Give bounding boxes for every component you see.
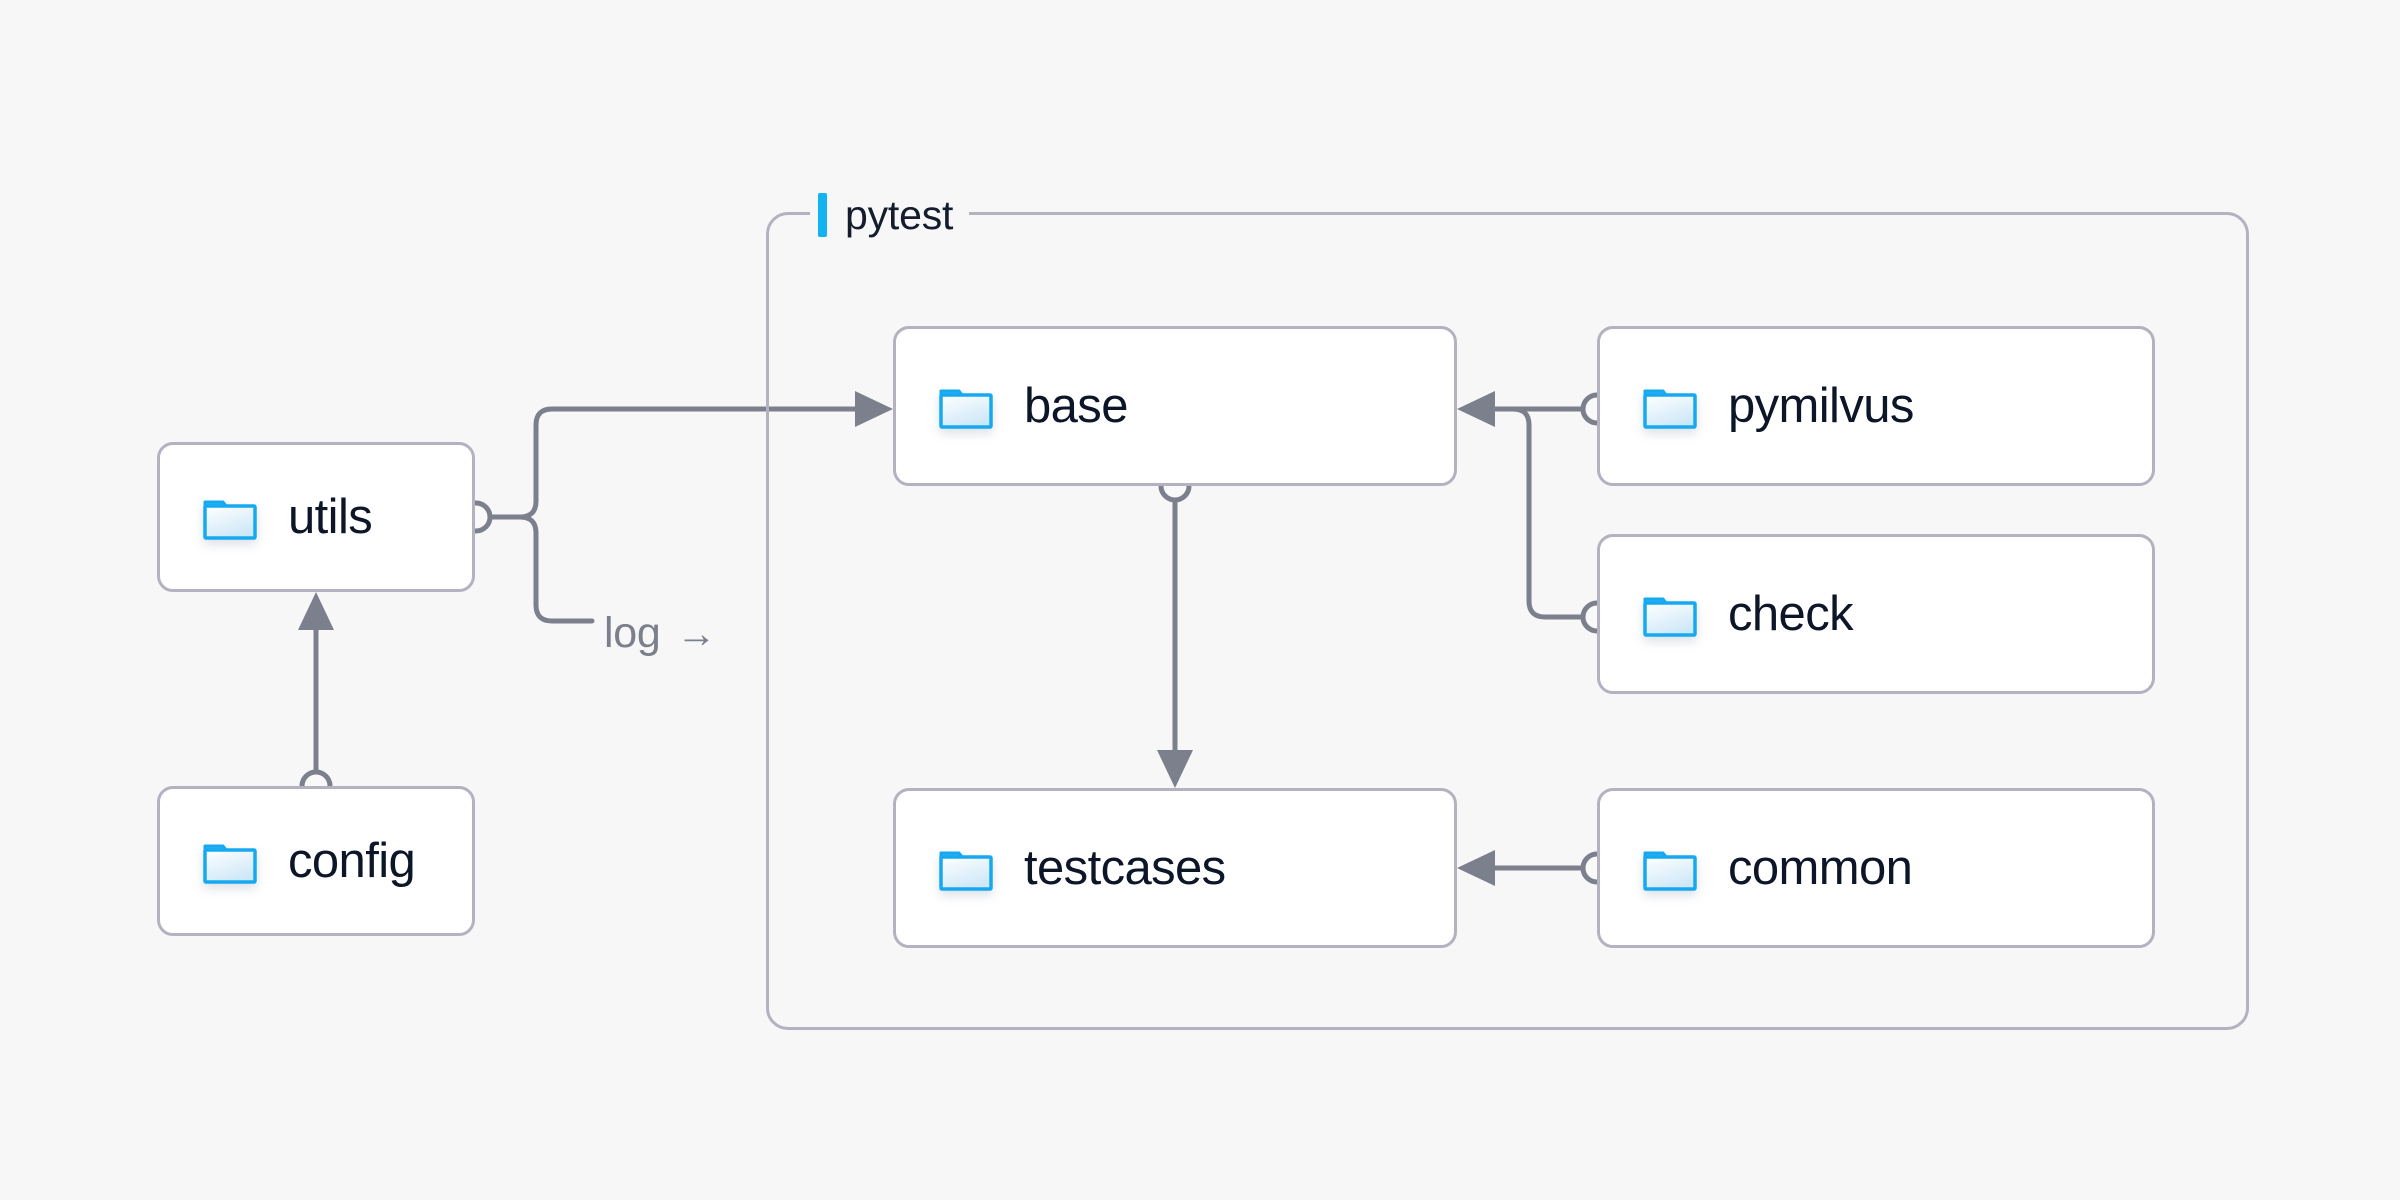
node-base[interactable]: base <box>893 326 1457 486</box>
node-label: config <box>288 833 416 888</box>
group-accent-bar <box>818 193 827 237</box>
pytest-group-box[interactable] <box>766 212 2249 1030</box>
node-label: testcases <box>1024 840 1226 895</box>
pytest-group-label: pytest <box>810 188 970 242</box>
node-common[interactable]: common <box>1597 788 2155 948</box>
node-label: utils <box>288 489 373 544</box>
node-label: pymilvus <box>1728 378 1914 433</box>
node-label: check <box>1728 586 1854 641</box>
node-testcases[interactable]: testcases <box>893 788 1457 948</box>
edge-label-log: log → <box>604 612 716 655</box>
folder-icon <box>1642 590 1698 638</box>
folder-icon <box>1642 382 1698 430</box>
group-label-text: pytest <box>845 191 954 238</box>
folder-icon <box>938 844 994 892</box>
node-utils[interactable]: utils <box>157 442 475 592</box>
node-label: base <box>1024 378 1128 433</box>
folder-icon <box>1642 844 1698 892</box>
node-config[interactable]: config <box>157 786 475 936</box>
node-pymilvus[interactable]: pymilvus <box>1597 326 2155 486</box>
node-label: common <box>1728 840 1913 895</box>
arrowhead-config-to-utils <box>298 592 334 630</box>
folder-icon <box>202 493 258 541</box>
folder-icon <box>938 382 994 430</box>
node-check[interactable]: check <box>1597 534 2155 694</box>
arrow-right-icon: → <box>676 611 717 656</box>
edge-utils-to-log <box>486 514 595 624</box>
folder-icon <box>202 837 258 885</box>
edge-label-log-text: log <box>604 609 661 657</box>
